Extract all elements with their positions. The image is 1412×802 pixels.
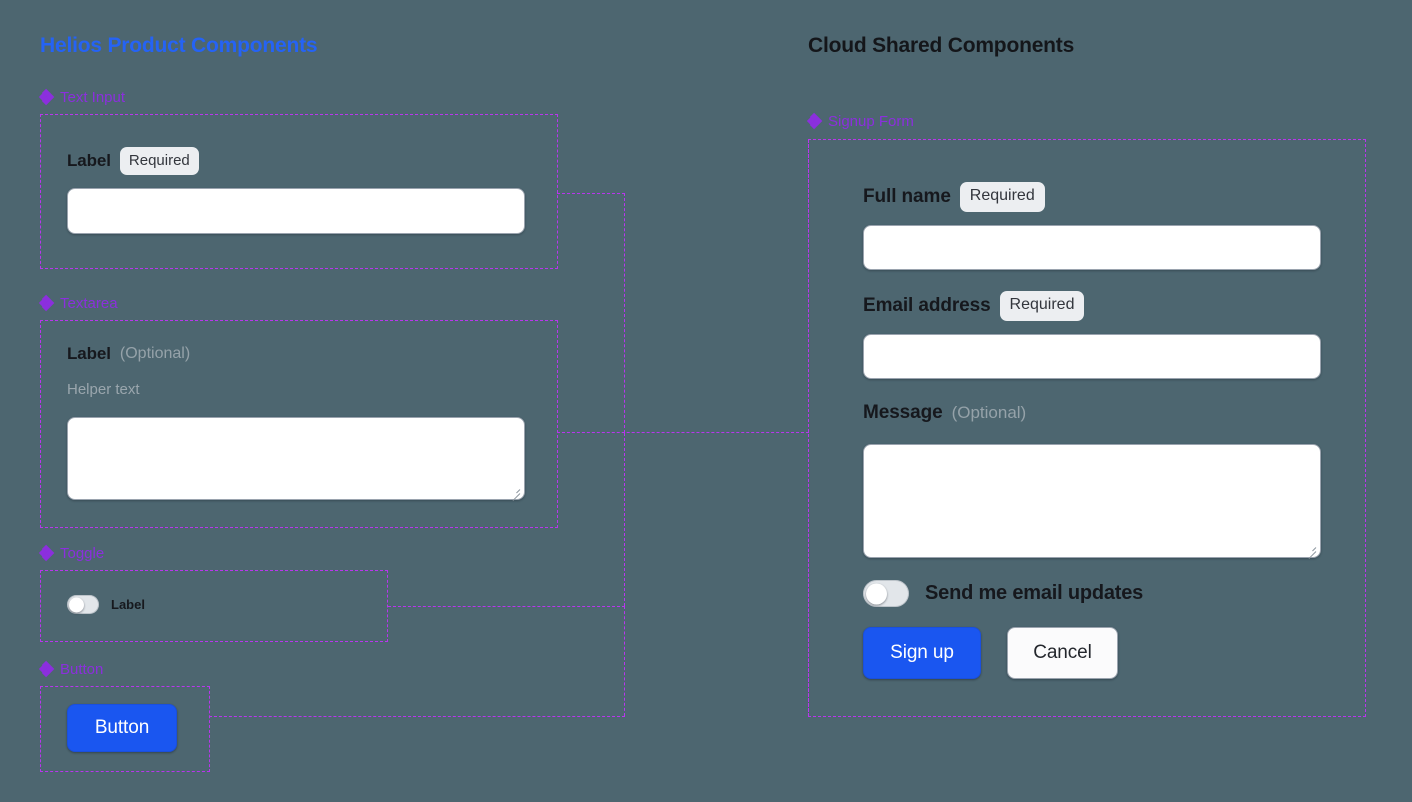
message-optional-tag: (Optional) — [951, 403, 1027, 422]
textarea-field[interactable] — [67, 417, 525, 501]
textarea-label: Label — [67, 344, 111, 363]
message-label-row: Message (Optional) — [863, 402, 1026, 424]
email-updates-toggle-row: Send me email updates — [863, 580, 1143, 607]
toggle-label: Label — [111, 597, 145, 612]
component-frame-textarea — [40, 320, 558, 528]
full-name-label-row: Full name Required — [863, 182, 1045, 212]
section-caption-label: Textarea — [60, 295, 118, 312]
toggle-row: Label — [67, 595, 145, 614]
resize-grip-icon[interactable] — [1304, 542, 1317, 559]
connector-button-out — [209, 716, 625, 717]
section-caption-label: Text Input — [60, 89, 126, 106]
resize-grip-icon[interactable] — [508, 484, 521, 501]
section-caption-text-input: Text Input — [38, 89, 126, 106]
full-name-input[interactable] — [863, 225, 1321, 270]
email-updates-toggle[interactable] — [863, 580, 909, 607]
left-panel-title: Helios Product Components — [40, 34, 318, 57]
component-frame-text-input — [40, 114, 558, 269]
component-frame-toggle — [40, 570, 388, 642]
email-address-label: Email address — [863, 295, 991, 316]
section-caption-label: Signup Form — [828, 113, 914, 130]
text-input-required-badge: Required — [119, 147, 199, 175]
cancel-button[interactable]: Cancel — [1007, 627, 1118, 679]
diamond-cluster-icon — [806, 113, 823, 130]
toggle-knob — [69, 597, 84, 612]
email-address-input[interactable] — [863, 334, 1321, 379]
textarea-helper-text: Helper text — [67, 381, 140, 398]
connector-text-input-riser — [624, 193, 625, 433]
section-caption-label: Toggle — [60, 545, 105, 562]
toggle-switch[interactable] — [67, 595, 99, 614]
text-input-field[interactable] — [67, 188, 525, 234]
demo-button[interactable]: Button — [67, 704, 177, 752]
text-input-label: Label — [67, 151, 111, 170]
full-name-required-badge: Required — [959, 182, 1045, 212]
component-frame-signup-form — [808, 139, 1366, 717]
sign-up-button[interactable]: Sign up — [863, 627, 981, 679]
diamond-cluster-icon — [38, 89, 55, 106]
connector-button-riser — [624, 606, 625, 716]
full-name-label: Full name — [863, 186, 951, 207]
section-caption-textarea: Textarea — [38, 295, 118, 312]
toggle-knob — [866, 583, 887, 604]
section-caption-signup-form: Signup Form — [806, 113, 914, 130]
email-updates-label: Send me email updates — [925, 582, 1144, 604]
connector-toggle-out — [388, 606, 625, 607]
message-textarea[interactable] — [863, 444, 1321, 559]
connector-toggle-riser — [624, 433, 625, 606]
section-caption-toggle: Toggle — [38, 545, 105, 562]
right-panel-title: Cloud Shared Components — [808, 34, 1075, 57]
section-caption-button: Button — [38, 661, 104, 678]
section-caption-label: Button — [60, 661, 104, 678]
connector-text-input-out — [557, 193, 625, 194]
diamond-cluster-icon — [38, 661, 55, 678]
textarea-label-row: Label (Optional) — [67, 344, 190, 364]
text-input-label-row: Label Required — [67, 147, 199, 175]
component-frame-button — [40, 686, 210, 772]
diamond-cluster-icon — [38, 545, 55, 562]
textarea-optional-tag: (Optional) — [119, 345, 191, 362]
connector-textarea-out — [557, 432, 809, 433]
diamond-cluster-icon — [38, 295, 55, 312]
email-address-required-badge: Required — [999, 291, 1085, 321]
email-address-label-row: Email address Required — [863, 291, 1085, 321]
message-label: Message — [863, 402, 943, 423]
